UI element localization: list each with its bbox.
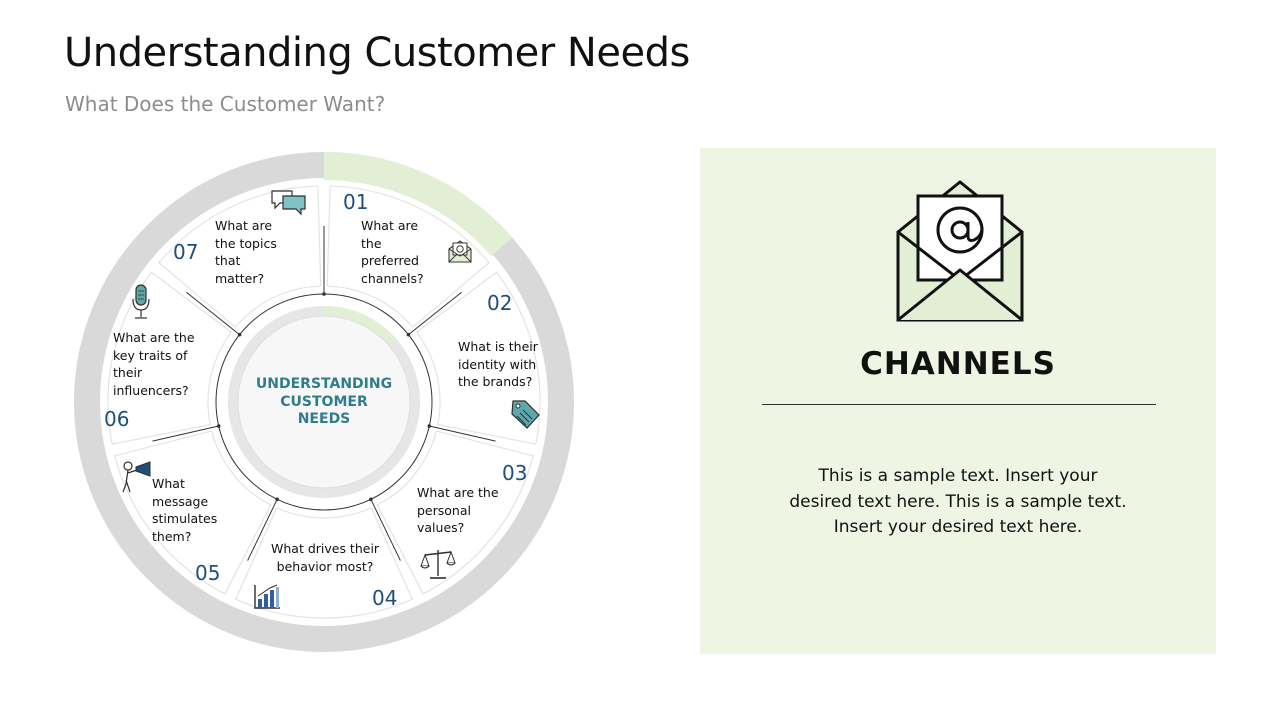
connector-line-04 bbox=[370, 499, 401, 561]
connector-line-06 bbox=[152, 425, 219, 442]
page-subtitle: What Does the Customer Want? bbox=[65, 92, 386, 116]
scale-icon bbox=[420, 550, 456, 579]
segment-05-question: What message stimulates them? bbox=[152, 476, 218, 544]
page-title: Understanding Customer Needs bbox=[64, 30, 690, 76]
connector-dot-02 bbox=[406, 332, 411, 337]
connector-dot-07 bbox=[237, 332, 242, 337]
segment-03-number: 03 bbox=[502, 461, 528, 485]
microphone-icon bbox=[132, 284, 150, 319]
segment-02-number: 02 bbox=[487, 291, 513, 315]
connector-dot-06 bbox=[216, 424, 221, 428]
detail-panel: CHANNELS This is a sample text. Insert y… bbox=[700, 148, 1216, 654]
segment-02-question: What is their identity with the brands? bbox=[458, 339, 538, 389]
center-disc bbox=[237, 315, 411, 489]
email-icon bbox=[448, 240, 472, 263]
connector-line-03 bbox=[429, 425, 496, 442]
segment-04-number: 04 bbox=[372, 586, 398, 610]
connector-line-07 bbox=[186, 291, 240, 336]
customer-needs-wheel: 01 02 03 04 05 06 07 What are the prefer… bbox=[74, 152, 574, 652]
center-label: UNDERSTANDING CUSTOMER NEEDS bbox=[255, 376, 393, 427]
segment-03-shape bbox=[376, 430, 534, 595]
connector-line-02 bbox=[408, 291, 462, 336]
segment-06-shape bbox=[107, 271, 232, 445]
segment-06-number: 06 bbox=[104, 407, 130, 431]
connector-dot-03 bbox=[427, 424, 432, 428]
bar-chart-icon bbox=[254, 584, 280, 609]
panel-heading: CHANNELS bbox=[860, 346, 1056, 382]
segment-01-question: What are the preferred channels? bbox=[361, 218, 424, 286]
open-envelope-at-icon bbox=[896, 180, 1024, 322]
segment-05-shape bbox=[114, 430, 272, 595]
segment-02-shape bbox=[416, 271, 541, 445]
segment-03-question: What are the personal values? bbox=[417, 485, 499, 535]
chat-bubbles-icon bbox=[271, 190, 306, 216]
connector-dot-01 bbox=[322, 292, 326, 296]
connector-line-05 bbox=[247, 499, 278, 561]
segment-01-shape bbox=[326, 185, 490, 328]
segment-01-number: 01 bbox=[343, 190, 369, 214]
wheel-graphic bbox=[74, 152, 574, 652]
panel-body-text: This is a sample text. Insert your desir… bbox=[789, 466, 1127, 537]
segment-07-question: What are the topics that matter? bbox=[215, 218, 277, 286]
connector-dot-05 bbox=[275, 497, 279, 502]
segment-05-number: 05 bbox=[195, 561, 221, 585]
panel-divider bbox=[762, 404, 1156, 405]
connector-dot-04 bbox=[369, 497, 373, 502]
segment-04-shape bbox=[235, 507, 413, 619]
segment-04-question: What drives their behavior most? bbox=[271, 541, 380, 574]
price-tag-icon bbox=[511, 400, 540, 429]
outer-ring-active-highlight bbox=[324, 152, 513, 256]
segment-07-shape bbox=[158, 185, 322, 328]
megaphone-person-icon bbox=[122, 461, 151, 493]
segment-07-number: 07 bbox=[173, 240, 199, 264]
segment-06-question: What are the key traits of their influen… bbox=[113, 330, 195, 398]
